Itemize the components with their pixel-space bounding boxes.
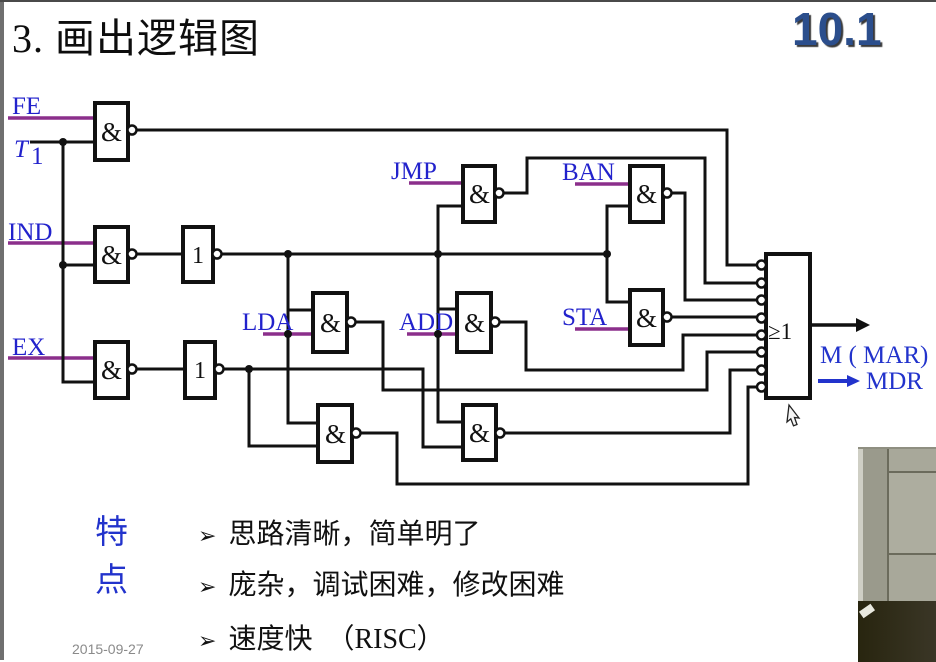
webcam-panel-left [863,449,887,601]
mdr-blue-arrow [818,375,860,387]
and-gate-symbol: & [101,117,122,147]
or-gate-symbol: ≥1 [768,319,792,344]
bullet-arrow-icon: ➢ [198,524,217,549]
not-gate-ex: 1 [183,340,217,400]
webcam-panel-seam-top [889,471,936,473]
webcam-panel-seam-vertical [887,449,889,601]
note-text: 思路清晰，简单明了 [228,519,481,550]
signal-label-jmp: JMP [391,158,437,185]
and-gate-ban: & [628,164,665,224]
slide-left-border [0,0,4,660]
and-gate-symbol: & [636,303,657,333]
note-item-3: ➢ 速度快 （RISC） [198,617,445,657]
signal-label-t-sub: 1 [31,143,44,170]
signal-label-sta: STA [562,304,607,331]
signal-label-ex: EX [12,334,45,361]
and-gate-ex: & [93,340,130,400]
and-gate-symbol: & [101,240,122,270]
note-text: 速度快 （RISC） [228,624,445,655]
output-label-mdr: MDR [866,368,923,395]
note-item-2: ➢ 庞杂，调试困难，修改困难 [198,563,564,603]
and-gate-symbol: & [325,419,346,449]
and-gate-symbol: & [464,308,485,338]
note-item-1: ➢ 思路清晰，简单明了 [198,512,480,552]
gate-output-bubbles [126,124,673,439]
and-gate-sta: & [628,288,665,347]
or-gate: ≥1 [764,252,812,400]
not-gate-ind: 1 [181,225,215,284]
webcam-wall-strip [858,449,863,601]
mouse-cursor-icon [786,403,801,427]
webcam-overlay [858,447,936,662]
output-label-mar: M ( MAR) [820,342,928,369]
section-number-badge: 10.1 [792,3,882,55]
and-gate-bottom-left: & [316,403,354,464]
or-input-bubbles [755,259,768,393]
and-gate-symbol: & [320,308,341,338]
and-gate-jmp: & [461,164,497,224]
and-gate-symbol: & [469,179,490,209]
and-gate-ind: & [93,225,130,284]
and-gate-lda: & [311,291,349,354]
notes-heading: 特点 [95,515,132,599]
slide-top-border [0,0,936,2]
and-gate-symbol: & [101,355,122,385]
webcam-panel-middle [889,473,936,553]
note-text: 庞杂，调试困难，修改困难 [228,570,565,601]
signal-label-add: ADD [399,309,453,336]
slide-title: 3. 画出逻辑图 [12,16,260,61]
and-gate-fe: & [93,101,130,162]
signal-label-fe: FE [12,93,41,120]
and-gate-symbol: & [469,418,490,448]
and-gate-symbol: & [636,179,657,209]
bullet-arrow-icon: ➢ [198,575,217,600]
and-gate-bottom-right: & [461,403,498,462]
and-gate-add: & [455,291,493,354]
slide-date: 2015-09-27 [72,641,144,657]
not-gate-symbol: 1 [192,243,204,269]
or-output-arrow [810,318,870,332]
bullet-arrow-icon: ➢ [198,629,217,654]
signal-label-lda: LDA [242,309,293,336]
not-gate-symbol: 1 [194,358,206,384]
signal-label-ind: IND [8,219,52,246]
wire-junction-dots [59,138,611,373]
signal-label-t: T [14,136,30,163]
webcam-panel-seam-bottom [889,553,936,555]
signal-label-ban: BAN [562,159,615,186]
